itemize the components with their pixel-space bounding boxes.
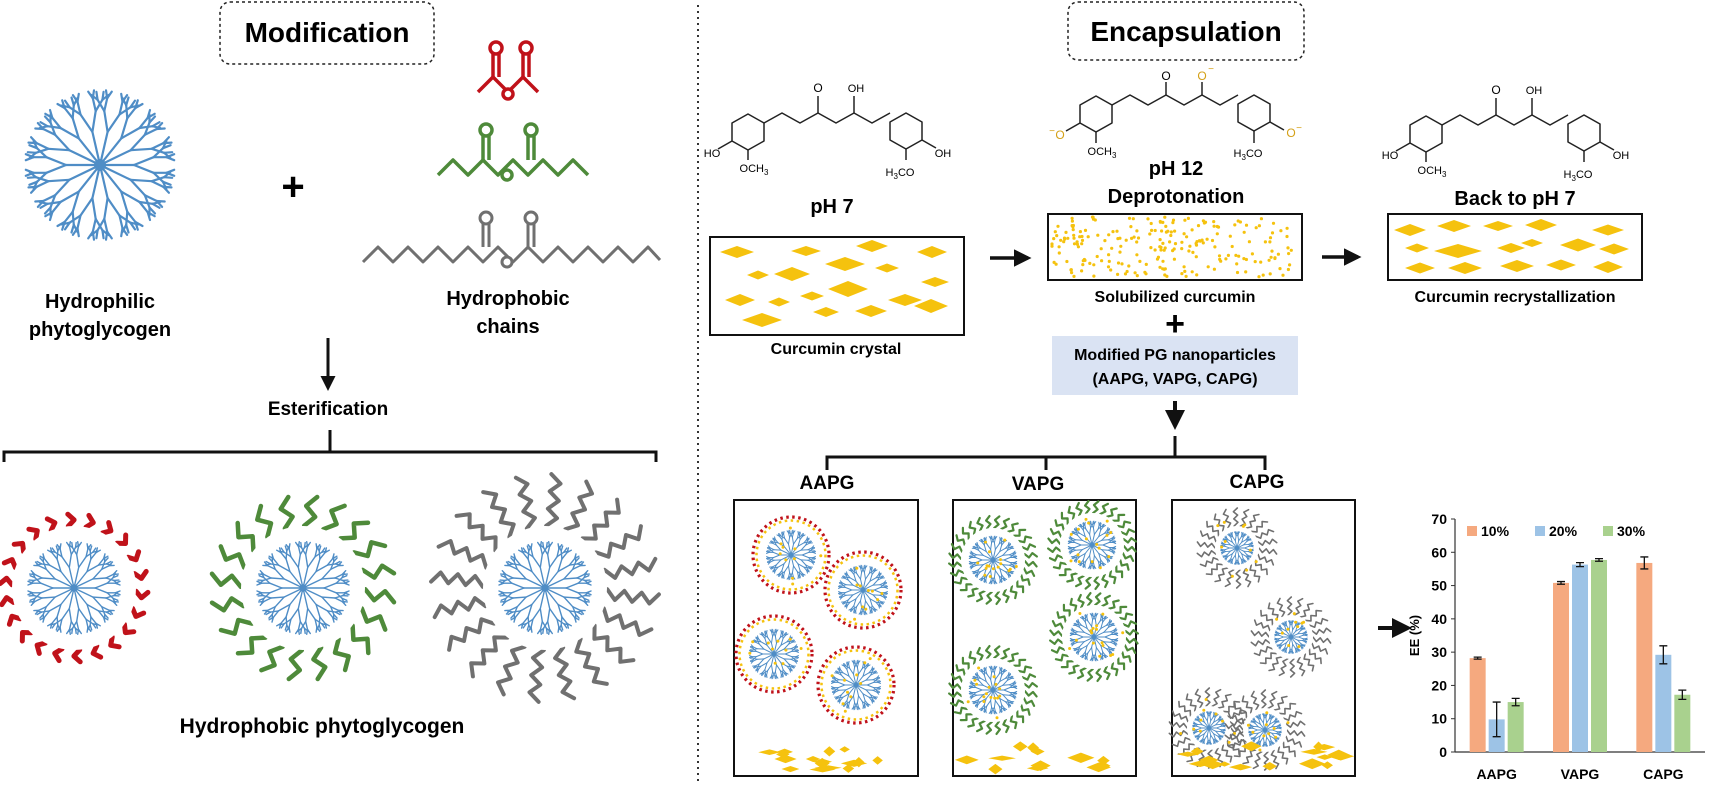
hydrophilic-label-line2: phytoglycogen: [29, 319, 171, 341]
svg-text:H3CO: H3CO: [1564, 169, 1593, 183]
svg-text:H3CO: H3CO: [886, 167, 915, 181]
modification-title: Modification: [245, 17, 410, 48]
svg-text:O: O: [813, 81, 822, 95]
bar: [1470, 658, 1486, 752]
deprotonation-label: Deprotonation: [1108, 186, 1245, 208]
legend-label: 30%: [1617, 523, 1646, 539]
group-label-capg: CAPG: [1230, 472, 1285, 493]
svg-text:−: −: [1296, 123, 1302, 134]
esterification-label: Esterification: [268, 399, 388, 420]
encapsulation-title: Encapsulation: [1090, 16, 1281, 47]
bar: [1591, 560, 1607, 752]
svg-text:OCH3: OCH3: [1088, 146, 1117, 160]
svg-text:HO: HO: [704, 148, 721, 160]
bar: [1636, 563, 1652, 752]
legend-label: 10%: [1481, 523, 1510, 539]
legend-swatch: [1467, 526, 1477, 536]
svg-text:OH: OH: [935, 148, 952, 160]
svg-text:O: O: [1197, 69, 1206, 83]
legend-swatch: [1603, 526, 1613, 536]
y-tick-label: 50: [1431, 578, 1447, 594]
x-tick-label: VAPG: [1561, 766, 1600, 782]
hydrophobic-label-line2: chains: [476, 316, 539, 338]
svg-text:OH: OH: [1613, 150, 1630, 162]
acetylated-phytoglycogen-icon: [0, 514, 148, 662]
valeric-anhydride-icon: [438, 124, 588, 180]
legend-label: 20%: [1549, 523, 1578, 539]
bar: [1508, 702, 1524, 752]
valerylated-phytoglycogen-icon: [212, 497, 394, 679]
y-tick-label: 70: [1431, 511, 1447, 527]
y-tick-label: 60: [1431, 544, 1447, 560]
groups-bracket: [827, 436, 1265, 470]
ph12-label: pH 12: [1149, 158, 1203, 180]
svg-text:OH: OH: [848, 83, 865, 95]
svg-text:O: O: [1491, 83, 1500, 97]
group-label-aapg: AAPG: [800, 473, 855, 494]
curcumin-molecule-ph12: O O − O − OCH3 O − H3CO: [1049, 64, 1302, 162]
curcumin-crystal-caption: Curcumin crystal: [771, 341, 902, 358]
curcumin-molecule-recovered: O OH HO OCH3 OH H3CO: [1382, 83, 1630, 183]
svg-text:O: O: [1286, 126, 1295, 140]
plus-sign: +: [281, 165, 304, 209]
hydrophobic-label-line1: Hydrophobic: [446, 288, 569, 310]
svg-text:H3CO: H3CO: [1234, 148, 1263, 162]
curcumin-molecule-ph7: O OH HO OCH3 OH H3CO: [704, 81, 952, 181]
y-tick-label: 20: [1431, 677, 1447, 693]
svg-text:−: −: [1208, 64, 1214, 75]
y-axis-label: EE (%): [1407, 615, 1422, 656]
hydrophilic-label-line1: Hydrophilic: [45, 291, 155, 313]
back-to-ph7-label: Back to pH 7: [1454, 188, 1575, 210]
modified-pg-line1: Modified PG nanoparticles: [1074, 347, 1276, 364]
svg-text:−: −: [1049, 126, 1055, 137]
svg-text:O: O: [1161, 69, 1170, 83]
y-tick-label: 30: [1431, 644, 1447, 660]
y-tick-label: 40: [1431, 611, 1447, 627]
ph7-label: pH 7: [810, 196, 853, 218]
bar: [1655, 655, 1671, 752]
x-tick-label: CAPG: [1643, 766, 1684, 782]
x-tick-label: AAPG: [1476, 766, 1517, 782]
group-label-vapg: VAPG: [1012, 474, 1064, 495]
solubilized-curcumin-box: [1048, 214, 1302, 280]
y-tick-label: 10: [1431, 711, 1447, 727]
bar: [1674, 695, 1690, 752]
hydrophilic-phytoglycogen-icon: [26, 90, 174, 239]
acetic-anhydride-icon: [478, 42, 538, 99]
svg-text:OCH3: OCH3: [1418, 165, 1447, 179]
solubilized-curcumin-caption: Solubilized curcumin: [1095, 289, 1256, 306]
encapsulation-efficiency-chart: 0 10 20 30 40 50 60 70 EE (%) AAPG VAPG CAPG 10% 20% 3…: [1407, 511, 1705, 782]
bar: [1553, 583, 1569, 752]
modified-pg-line2: (AAPG, VAPG, CAPG): [1092, 371, 1257, 388]
capryloylated-phytoglycogen-icon: [431, 474, 659, 702]
svg-text:OCH3: OCH3: [740, 163, 769, 177]
svg-text:HO: HO: [1382, 150, 1399, 162]
recrystallization-caption: Curcumin recrystallization: [1415, 289, 1616, 306]
svg-text:OH: OH: [1526, 85, 1543, 97]
bar: [1572, 565, 1588, 752]
hydrophobic-phytoglycogen-label: Hydrophobic phytoglycogen: [180, 715, 465, 738]
legend-swatch: [1535, 526, 1545, 536]
caprylic-anhydride-icon: [363, 212, 660, 267]
modification-bracket: [4, 430, 656, 462]
svg-text:O: O: [1055, 128, 1064, 142]
y-tick-label: 0: [1439, 744, 1447, 760]
